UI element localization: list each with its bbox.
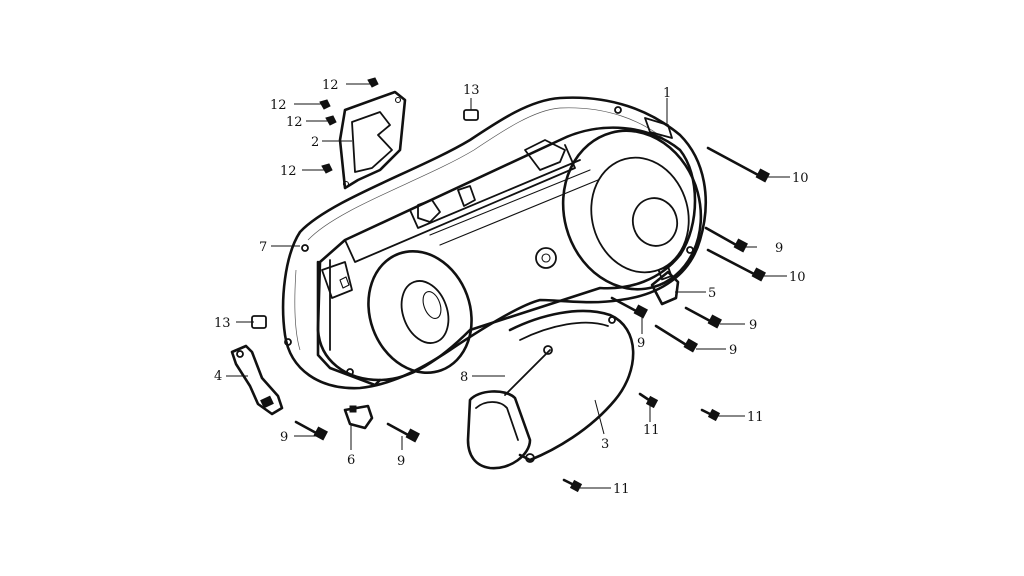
bolts-drawing xyxy=(294,146,770,493)
callout-10a: 10 xyxy=(792,171,809,186)
callout-6: 6 xyxy=(347,453,355,468)
callout-1: 1 xyxy=(663,86,671,101)
callout-8: 8 xyxy=(460,370,468,385)
callout-12c: 12 xyxy=(286,115,303,130)
callout-2: 2 xyxy=(311,135,319,150)
air-duct-drawing xyxy=(466,309,635,470)
callout-12d: 12 xyxy=(280,164,297,179)
callout-7: 7 xyxy=(259,240,267,255)
sensor-part-drawing xyxy=(650,265,680,306)
callout-10b: 10 xyxy=(789,270,806,285)
callout-9d: 9 xyxy=(637,336,645,351)
callout-9b: 9 xyxy=(749,318,757,333)
callout-12a: 12 xyxy=(322,78,339,93)
callout-9e: 9 xyxy=(280,430,288,445)
leader-lines xyxy=(226,83,790,489)
bracket-drawing xyxy=(230,344,284,416)
callout-3: 3 xyxy=(601,437,609,452)
callout-13a: 13 xyxy=(463,83,480,98)
callout-4: 4 xyxy=(214,369,222,384)
callout-9f: 9 xyxy=(397,454,405,469)
callout-9a: 9 xyxy=(775,241,783,256)
crankcase-cover-drawing xyxy=(281,96,707,390)
callout-13b: 13 xyxy=(214,316,231,331)
callout-11b: 11 xyxy=(747,410,764,425)
callout-11a: 11 xyxy=(643,423,660,438)
collar-part-drawing xyxy=(343,404,374,430)
callout-12b: 12 xyxy=(270,98,287,113)
callout-11c: 11 xyxy=(613,482,630,497)
callout-labels: 1 2 3 4 5 6 7 8 9 9 9 9 9 9 10 10 11 11 … xyxy=(214,78,809,497)
callout-9c: 9 xyxy=(729,343,737,358)
callout-5: 5 xyxy=(708,286,716,301)
cover-plate-drawing xyxy=(338,90,407,190)
